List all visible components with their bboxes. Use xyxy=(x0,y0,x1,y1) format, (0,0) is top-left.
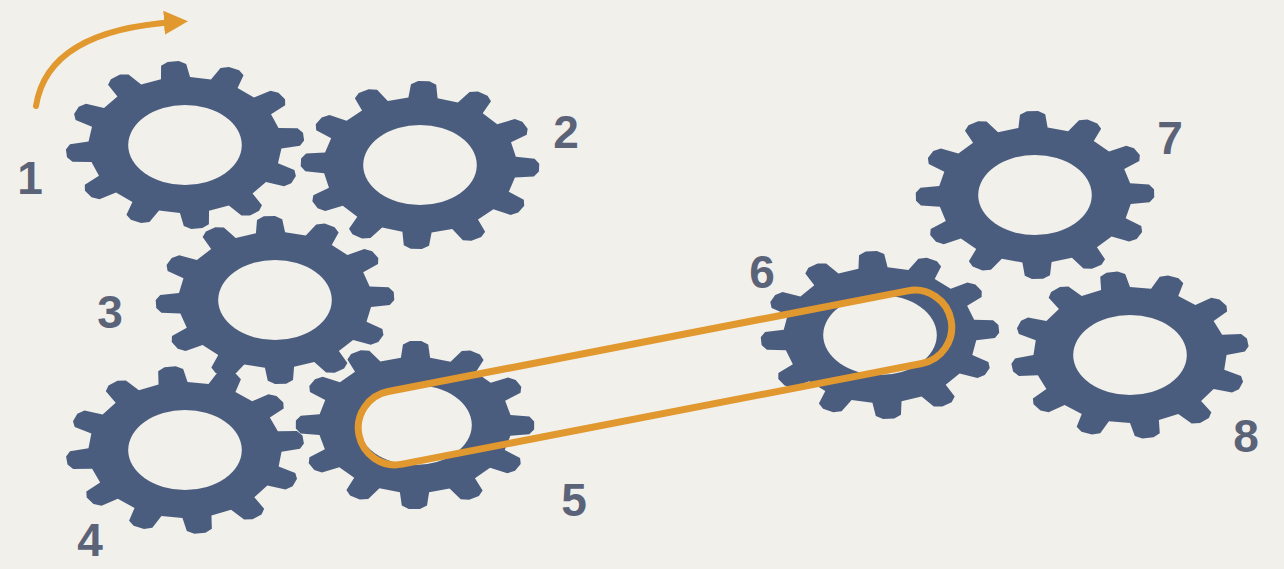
gear xyxy=(66,61,304,229)
gear-body xyxy=(296,341,534,509)
gear-hole xyxy=(978,155,1092,235)
gear-body xyxy=(761,251,999,419)
gear-hole xyxy=(218,260,332,340)
callout-number: 7 xyxy=(1157,115,1183,161)
gear-hole xyxy=(363,125,477,205)
callout-number: 4 xyxy=(77,517,103,563)
gear xyxy=(66,366,304,533)
gear xyxy=(296,341,534,509)
callout-number: 2 xyxy=(553,109,579,155)
gear-hole xyxy=(128,105,242,185)
gear-body xyxy=(1011,271,1248,438)
callout-number: 3 xyxy=(97,289,123,335)
rotation-arrow xyxy=(36,22,176,106)
gear xyxy=(1011,271,1248,438)
callout-number: 6 xyxy=(749,249,775,295)
belt xyxy=(352,284,958,471)
gear-hole xyxy=(1073,315,1187,395)
gear xyxy=(301,81,540,249)
callout-number: 1 xyxy=(17,155,43,201)
gear-body xyxy=(66,366,304,533)
gear-hole xyxy=(128,410,242,490)
callout-number: 8 xyxy=(1233,413,1259,459)
gear-body xyxy=(916,111,1154,279)
gear xyxy=(761,251,999,419)
gear xyxy=(916,111,1154,279)
gear-body xyxy=(301,81,540,249)
callout-number: 5 xyxy=(561,477,587,523)
gear-body xyxy=(66,61,304,229)
